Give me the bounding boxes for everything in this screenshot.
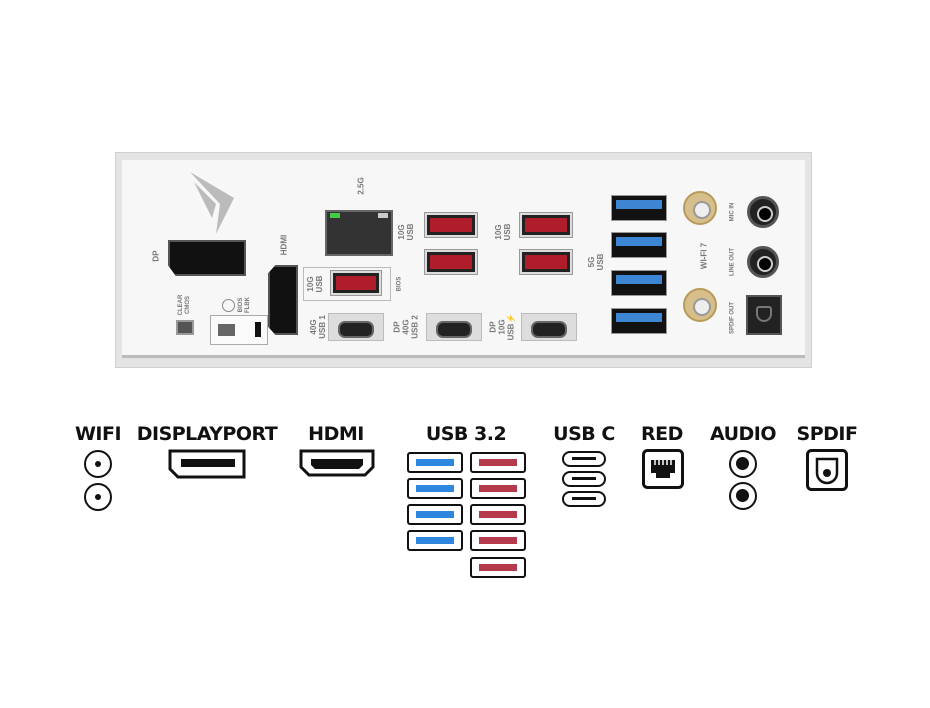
usbc3-label: DP 10G USB⚡ [488, 313, 516, 341]
clear-cmos-label: CLEAR CMOS [178, 294, 191, 316]
usb-c-icon [562, 471, 606, 487]
usb-c-icon [562, 451, 606, 467]
usb-10g-port [520, 213, 572, 237]
wifi-antenna-connector [683, 191, 717, 225]
spdif-out-port [746, 295, 782, 335]
displayport-port [168, 240, 246, 276]
mic-in-label: MIC IN [729, 202, 736, 222]
usb-10g-port [425, 250, 477, 274]
usb-10g-port [425, 213, 477, 237]
usb-red-icon [470, 557, 526, 578]
clear-cmos-button[interactable] [176, 320, 194, 335]
bios-label: BIOS [396, 276, 403, 292]
wifi-antenna-icon [84, 483, 112, 511]
usb-red-icon [470, 452, 526, 473]
bios-usb-box [303, 267, 391, 301]
bios-flashback-box [210, 315, 268, 345]
usb-blue-icon [407, 504, 463, 525]
wifi-label: WI-FI 7 [699, 242, 709, 270]
usb-5g-port [611, 232, 667, 258]
legend-wifi-title: WIFI [74, 423, 122, 445]
usb-c-port-1 [328, 313, 384, 341]
usb10g-label: 10G USB [397, 223, 415, 241]
usb-red-icon [470, 504, 526, 525]
line-out-label: LINE OUT [729, 248, 736, 276]
ethernet-port [325, 210, 393, 256]
audio-jack-icon [729, 482, 757, 510]
displayport-icon [168, 449, 246, 479]
mic-in-jack [747, 196, 779, 228]
usb-blue-icon [407, 478, 463, 499]
legend-usb32-title: USB 3.2 [425, 423, 507, 445]
rog-logo-icon [190, 172, 234, 234]
usb-c-icon [562, 491, 606, 507]
usb-red-icon [470, 530, 526, 551]
ethernet-icon [642, 449, 684, 489]
bios-flbk-label: BIOS FLBK [238, 297, 251, 313]
bios-flashback-button[interactable] [219, 322, 238, 336]
bios-usb-label: 10G USB [306, 275, 324, 293]
usb-5g-port [611, 195, 667, 221]
usbc2-label: DP 40G USB 2 [392, 315, 420, 339]
wifi-antenna-connector [683, 288, 717, 322]
lan-speed-label: 2.5G [356, 177, 366, 195]
hdmi-port [268, 265, 298, 335]
usb5g-label: 5G USB [587, 253, 605, 271]
bios-flashback-usb-port [331, 271, 381, 295]
power-icon [222, 299, 235, 312]
legend-spdif-title: SPDIF [796, 423, 858, 445]
usb-5g-port [611, 308, 667, 334]
hdmi-icon [299, 449, 375, 477]
spdif-icon [806, 449, 848, 491]
legend-hdmi-title: HDMI [308, 423, 364, 445]
wifi-antenna-icon [84, 450, 112, 478]
legend-usbc-title: USB C [553, 423, 615, 445]
usb-blue-icon [407, 452, 463, 473]
line-out-jack [747, 246, 779, 278]
usb-5g-port [611, 270, 667, 296]
usb10g-label: 10G USB [494, 223, 512, 241]
legend-red-title: RED [641, 423, 683, 445]
usbc1-label: 40G USB 1 [309, 315, 327, 339]
hdmi-label: HDMI [279, 234, 289, 256]
spdif-out-label: SPDIF OUT [729, 301, 736, 335]
usb-blue-icon [407, 530, 463, 551]
usb-c-port-3 [521, 313, 577, 341]
dp-label: DP [151, 250, 161, 262]
usb-10g-port [520, 250, 572, 274]
usb-c-port-2 [426, 313, 482, 341]
legend-audio-title: AUDIO [709, 423, 777, 445]
audio-jack-icon [729, 450, 757, 478]
legend-displayport-title: DISPLAYPORT [136, 423, 278, 445]
usb-red-icon [470, 478, 526, 499]
